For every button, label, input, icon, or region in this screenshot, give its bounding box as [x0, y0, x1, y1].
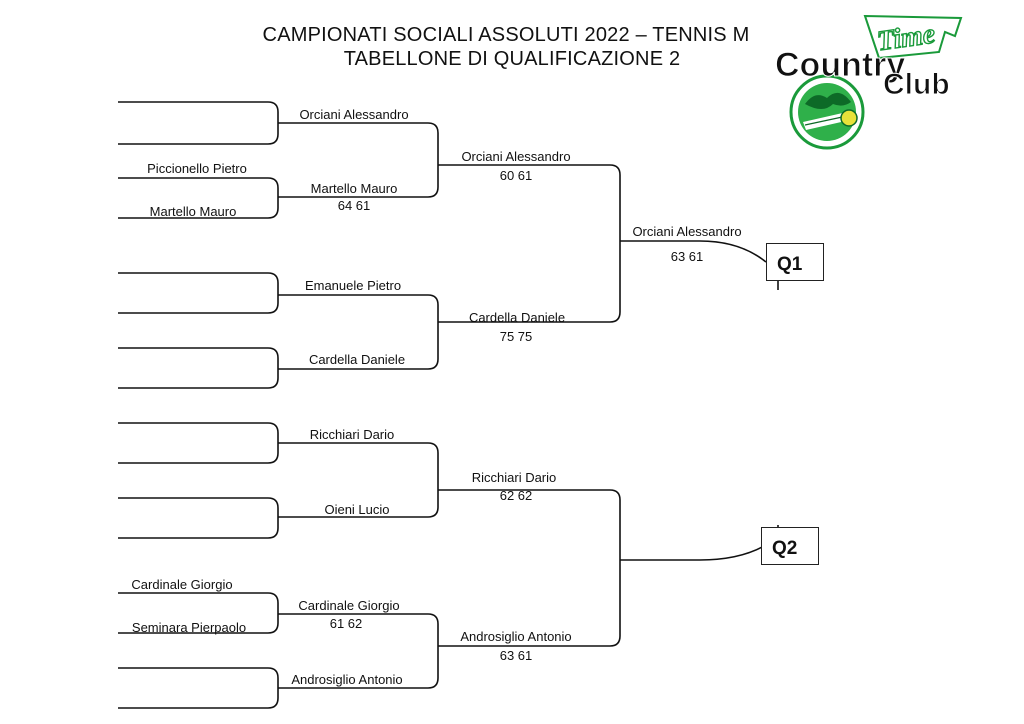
page-title: CAMPIONATI SOCIALI ASSOLUTI 2022 – TENNI… — [262, 24, 750, 46]
country-time-club-logo: Country Time Club — [775, 14, 963, 150]
score-round2: 61 62 — [329, 616, 363, 631]
bracket-connector — [118, 497, 279, 539]
page-subtitle: TABELLONE DI QUALIFICAZIONE 2 — [343, 48, 681, 70]
score-round4: 63 61 — [670, 249, 704, 264]
player-round2: Orciani Alessandro — [299, 107, 409, 122]
score-round3: 63 61 — [499, 648, 533, 663]
final-line — [620, 240, 767, 263]
bracket-connector — [278, 442, 439, 518]
score-round2: 64 61 — [337, 198, 371, 213]
svg-text:Country: Country — [775, 46, 905, 84]
bracket-connector — [118, 272, 279, 314]
player-round2: Emanuele Pietro — [304, 278, 402, 293]
player-round3: Ricchiari Dario — [471, 470, 557, 485]
bracket-connector — [118, 592, 279, 634]
svg-text:Club: Club — [883, 68, 950, 101]
player-round3: Orciani Alessandro — [461, 149, 571, 164]
player-round1: Martello Mauro — [149, 204, 237, 219]
score-round3: 60 61 — [499, 168, 533, 183]
bracket-connector — [438, 489, 621, 647]
final-line — [620, 544, 767, 561]
score-round3: 62 62 — [499, 488, 533, 503]
qualifier-box-q1: Q1 — [766, 243, 824, 281]
bracket-connector — [118, 177, 279, 219]
bracket-connector — [118, 347, 279, 389]
score-round3: 75 75 — [499, 329, 533, 344]
bracket-connector — [118, 667, 279, 709]
bracket-connector — [278, 613, 439, 689]
player-round2: Martello Mauro — [310, 181, 398, 196]
bracket-connector — [118, 101, 279, 145]
player-round3: Androsiglio Antonio — [460, 629, 572, 644]
player-round2: Androsiglio Antonio — [291, 672, 403, 687]
bracket-connector — [278, 294, 439, 370]
qualifier-box-q2: Q2 — [761, 527, 819, 565]
player-round2: Oieni Lucio — [324, 502, 390, 517]
bracket-connector — [278, 122, 439, 198]
player-round4: Orciani Alessandro — [632, 224, 742, 239]
player-round1: Seminara Pierpaolo — [131, 620, 247, 635]
player-round1: Cardinale Giorgio — [131, 577, 233, 592]
player-round2: Cardella Daniele — [308, 352, 406, 367]
player-round2: Ricchiari Dario — [309, 427, 395, 442]
player-round2: Cardinale Giorgio — [298, 598, 400, 613]
bracket-connector — [118, 422, 279, 464]
bracket-connector — [438, 164, 621, 323]
player-round1: Piccionello Pietro — [147, 161, 247, 176]
player-round3: Cardella Daniele — [468, 310, 566, 325]
